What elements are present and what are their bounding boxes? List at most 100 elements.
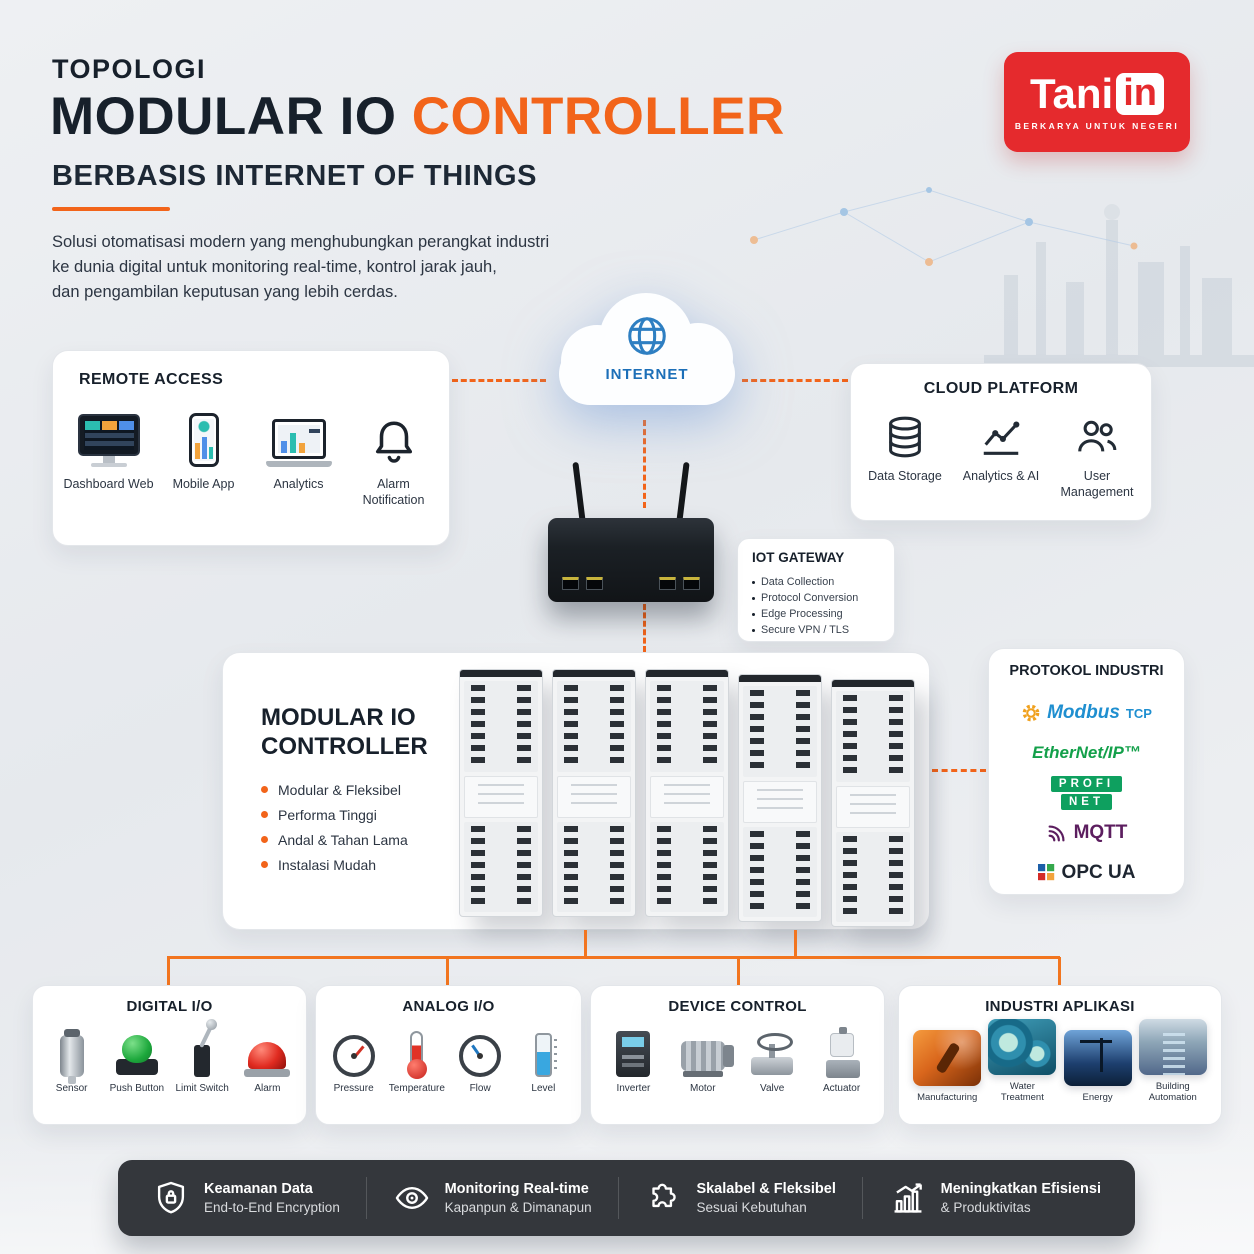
io-module bbox=[831, 679, 915, 927]
router-body bbox=[548, 518, 714, 602]
monitor-dashboard-icon bbox=[77, 401, 140, 467]
manufacturing-photo bbox=[913, 1030, 982, 1087]
industry-item: Energy bbox=[1063, 1030, 1132, 1103]
gateway-bullet: Secure VPN / TLS bbox=[752, 624, 858, 636]
level-gauge-icon bbox=[534, 1019, 557, 1077]
analog-io-title: ANALOG I/O bbox=[402, 998, 495, 1015]
item-label: Water Treatment bbox=[1000, 1081, 1044, 1104]
connector-remote-to-internet bbox=[452, 379, 546, 382]
protocol-mqtt: MQTT bbox=[989, 813, 1184, 853]
feature-title: Keamanan Data bbox=[204, 1181, 313, 1197]
controller-bullet: Modular & Fleksibel bbox=[261, 782, 471, 798]
item-label: Pressure bbox=[333, 1083, 374, 1094]
description: Solusi otomatisasi modern yang menghubun… bbox=[52, 230, 549, 304]
inverter-icon bbox=[616, 1019, 651, 1077]
feature-subtitle: Kapanpun & Dimanapun bbox=[444, 1200, 592, 1215]
internet-cloud: INTERNET bbox=[553, 283, 741, 423]
remote-access-item-label: Alarm Notification bbox=[362, 477, 425, 508]
controller-title-line1: MODULAR IO bbox=[261, 704, 416, 731]
item-label: Limit Switch bbox=[175, 1083, 229, 1094]
remote-access-item-alarm: Alarm Notification bbox=[348, 401, 440, 509]
cloud-platform-item-analytics: Analytics & AI bbox=[954, 412, 1048, 501]
title-dark: MODULAR IO bbox=[50, 87, 412, 146]
valve-icon bbox=[751, 1019, 794, 1077]
bullet-dot bbox=[752, 580, 755, 584]
title-accent: CONTROLLER bbox=[411, 87, 785, 146]
feature-efficiency: Meningkatkan Efisiensi& Produktivitas bbox=[889, 1179, 1101, 1217]
industry-application-title: INDUSTRI APLIKASI bbox=[985, 998, 1135, 1015]
analog-io-item: Flow bbox=[449, 1019, 512, 1095]
iot-gateway-card: IOT GATEWAY Data Collection Protocol Con… bbox=[737, 538, 895, 642]
item-label: Valve bbox=[760, 1083, 785, 1094]
protocols-card: PROTOKOL INDUSTRI Modbus TCP EtherNet/IP… bbox=[988, 648, 1185, 895]
controller-title-line2: CONTROLLER bbox=[261, 733, 428, 761]
item-label: Temperature bbox=[388, 1083, 445, 1094]
connector-internet-to-cloud bbox=[742, 379, 848, 382]
controller-title: MODULAR IO CONTROLLER bbox=[261, 703, 471, 762]
sensor-icon bbox=[59, 1019, 84, 1084]
description-line: ke dunia digital untuk monitoring real-t… bbox=[52, 257, 497, 276]
feature-subtitle: End-to-End Encryption bbox=[204, 1200, 340, 1215]
push-button-icon bbox=[115, 1019, 158, 1077]
digital-io-card: DIGITAL I/O Sensor Push Button Limit Swi… bbox=[32, 985, 307, 1125]
protocol-modbus: Modbus TCP bbox=[989, 693, 1184, 733]
remote-access-item-label: Dashboard Web bbox=[63, 477, 154, 491]
analog-io-card: ANALOG I/O Pressure Temperature Flow Lev… bbox=[315, 985, 582, 1125]
digital-io-item: Alarm bbox=[235, 1019, 300, 1095]
gateway-bullet-text: Edge Processing bbox=[761, 608, 843, 620]
brand-box: in bbox=[1116, 73, 1164, 115]
controller-bullet-text: Instalasi Mudah bbox=[278, 856, 377, 873]
bullet-dot bbox=[752, 596, 755, 600]
energy-photo bbox=[1063, 1030, 1132, 1087]
item-label: Alarm bbox=[254, 1083, 281, 1094]
item-label: Flow bbox=[469, 1083, 491, 1094]
divider bbox=[861, 1177, 863, 1219]
description-line: Solusi otomatisasi modern yang menghubun… bbox=[52, 233, 550, 251]
connector-line bbox=[1058, 957, 1061, 986]
item-label: Sensor bbox=[55, 1083, 88, 1094]
line-chart-icon bbox=[978, 412, 1024, 462]
users-icon bbox=[1074, 412, 1120, 462]
kicker-text: TOPOLOGI bbox=[52, 54, 207, 84]
iot-gateway-title: IOT GATEWAY bbox=[752, 550, 845, 565]
protocol-label: EtherNet/IP™ bbox=[1032, 743, 1141, 762]
remote-access-item-analytics: Analytics bbox=[253, 401, 345, 509]
io-module bbox=[738, 674, 822, 922]
opc-ua-mark-icon bbox=[1037, 864, 1054, 881]
brand-tagline: BERKARYA UNTUK NEGERI bbox=[1014, 121, 1180, 131]
connector-line bbox=[794, 930, 797, 957]
protocol-label: Modbus bbox=[1047, 702, 1120, 723]
protocol-label: TCP bbox=[1125, 705, 1152, 721]
gateway-bullet: Data Collection bbox=[752, 576, 858, 588]
remote-access-item-dashboard: Dashboard Web bbox=[63, 401, 155, 509]
divider bbox=[617, 1177, 619, 1219]
remote-access-item-label: Analytics bbox=[273, 477, 324, 491]
io-module-stack bbox=[459, 669, 915, 927]
gateway-bullet-text: Data Collection bbox=[761, 576, 835, 588]
connector-line bbox=[446, 957, 449, 986]
protocol-label: MQTT bbox=[1073, 822, 1128, 843]
protocol-label: OPC UA bbox=[1061, 862, 1136, 883]
gateway-bullet: Protocol Conversion bbox=[752, 592, 858, 604]
cloud-platform-item-label: Analytics & AI bbox=[962, 469, 1040, 483]
accent-rule bbox=[52, 207, 170, 211]
controller-bullet: Andal & Tahan Lama bbox=[261, 832, 471, 848]
connector-gateway-to-controller bbox=[643, 604, 646, 652]
industry-item: Water Treatment bbox=[988, 1019, 1057, 1104]
io-module bbox=[552, 669, 636, 917]
protocols-title: PROTOKOL INDUSTRI bbox=[1009, 663, 1164, 679]
device-control-item: Motor bbox=[670, 1019, 736, 1095]
io-module bbox=[459, 669, 543, 917]
remote-access-item-label: Mobile App bbox=[172, 477, 235, 491]
bullet-dot bbox=[261, 786, 268, 794]
remote-access-item-mobile: Mobile App bbox=[158, 401, 250, 509]
protocol-label: PROFI bbox=[1050, 776, 1123, 792]
connector-controller-to-protocols bbox=[932, 769, 986, 772]
item-label: Building Automation bbox=[1148, 1081, 1197, 1104]
protocol-opc-ua: OPC UA bbox=[989, 853, 1184, 893]
item-label: Manufacturing bbox=[917, 1092, 978, 1104]
